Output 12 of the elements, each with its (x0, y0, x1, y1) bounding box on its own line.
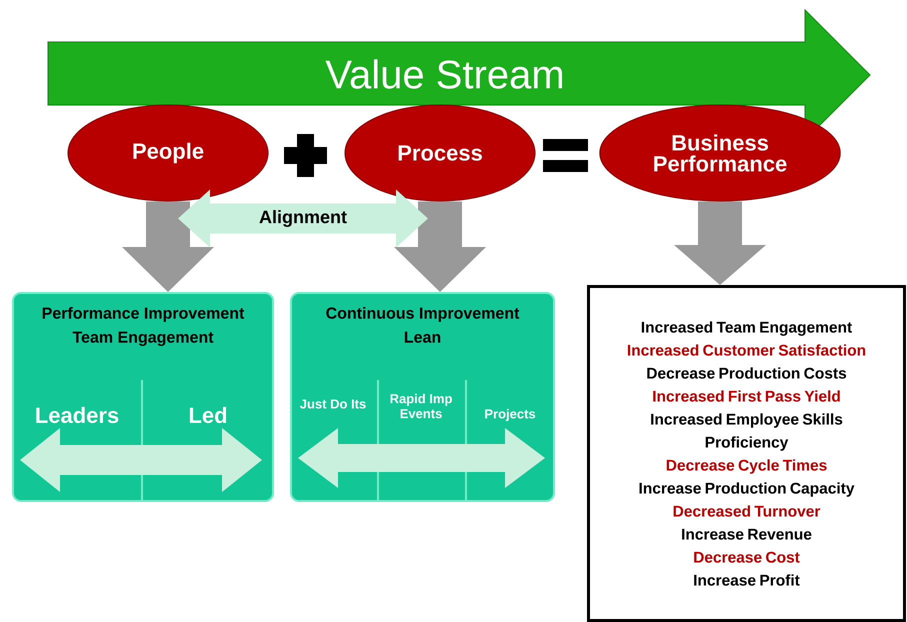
results-box: Increased Team Engagement Increased Customer Satisfaction Decrease Production Costs Increased First Pass Yield Increased Employee Skills Proficiency Decrease Cycle Times Increase Production Capacity Decreased Turnover Increase Revenue Decrease Cost Increase Profit (587, 285, 906, 622)
arrow (298, 428, 545, 488)
arrow (122, 202, 214, 292)
arrow (20, 428, 262, 492)
arrow (394, 202, 486, 292)
column-label: Led (190, 406, 226, 424)
column-label: Projects (485, 408, 536, 422)
edge-label: Alignment (258, 209, 348, 228)
column-label: Just Do Its (300, 399, 366, 409)
column-label: Leaders (36, 406, 118, 424)
column-label: Rapid Imp Events (390, 394, 452, 418)
arrow (674, 202, 766, 285)
